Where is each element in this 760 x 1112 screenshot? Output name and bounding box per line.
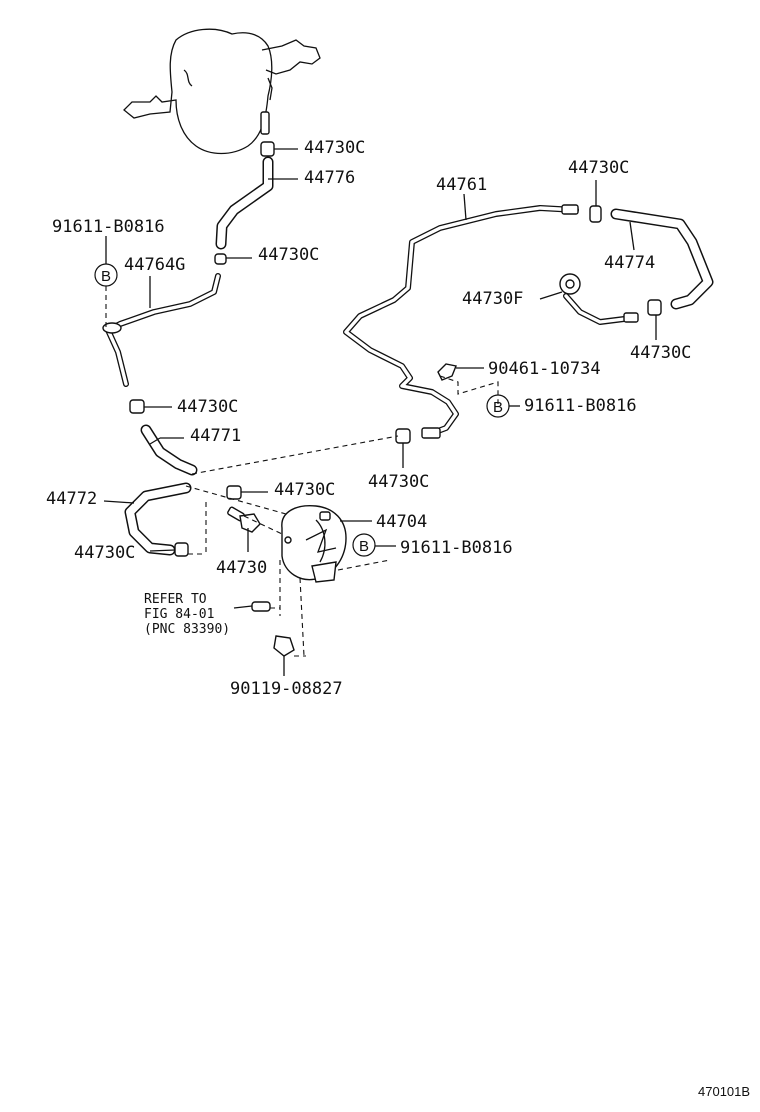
bolt-90119-icon	[273, 635, 295, 657]
clamp-icon	[647, 299, 662, 316]
refer-note: REFER TO FIG 84-01 (PNC 83390)	[144, 592, 230, 637]
clamp-icon	[589, 205, 602, 223]
label-44730c: 44730C	[177, 397, 238, 417]
clamp-icon	[226, 485, 242, 500]
hose-44730f-line	[563, 293, 639, 325]
clamp-icon	[174, 542, 189, 557]
label-90119-08827: 90119-08827	[230, 679, 343, 699]
label-44730: 44730	[216, 558, 267, 578]
dashed-assembly-lines	[105, 286, 499, 657]
label-90461-10734: 90461-10734	[488, 359, 601, 379]
clamp-icon	[214, 253, 227, 265]
label-44730c: 44730C	[274, 480, 335, 500]
label-91611-b0816: 91611-B0816	[52, 217, 165, 237]
label-44704: 44704	[376, 512, 427, 532]
label-44730c: 44730C	[568, 158, 629, 178]
part-labels: 44730C 44776 91611-B0816 44730C 44764G 4…	[46, 138, 691, 699]
label-44771: 44771	[190, 426, 241, 446]
brake-booster-outline	[123, 28, 321, 155]
svg-text:B: B	[101, 268, 111, 285]
clip-badge-pump: B	[352, 533, 376, 557]
bolt-90461-icon	[437, 363, 457, 381]
svg-text:B: B	[493, 399, 503, 416]
label-44730c: 44730C	[304, 138, 365, 158]
svg-text:B: B	[359, 538, 369, 555]
hose-44771	[140, 424, 198, 476]
label-44764g: 44764G	[124, 255, 185, 275]
hose-44776	[215, 156, 274, 250]
vacuum-pump-icon	[281, 505, 347, 583]
clamp-icon	[129, 399, 145, 414]
label-44730f: 44730F	[462, 289, 523, 309]
clamp-icon	[260, 141, 275, 157]
label-44730c: 44730C	[630, 343, 691, 363]
label-44730c: 44730C	[258, 245, 319, 265]
clamp-icon	[395, 428, 411, 444]
clip-badge-right: B	[486, 394, 510, 418]
label-44776: 44776	[304, 168, 355, 188]
label-44761: 44761	[436, 175, 487, 195]
label-44730c: 44730C	[74, 543, 135, 563]
svg-text:REFER TO: REFER TO	[144, 592, 207, 607]
diagram-id: 470101B	[698, 1084, 750, 1099]
pipe-44761	[343, 204, 579, 439]
label-44772: 44772	[46, 489, 97, 509]
hose-44764g	[102, 273, 221, 387]
label-44774: 44774	[604, 253, 655, 273]
clip-badge-left: B	[94, 263, 118, 287]
label-91611-b0816: 91611-B0816	[524, 396, 637, 416]
svg-text:FIG 84-01: FIG 84-01	[144, 607, 214, 622]
fitting-44730f-icon	[559, 273, 581, 295]
hose-44774	[610, 208, 714, 310]
hose-44772	[124, 482, 192, 556]
label-44730c: 44730C	[368, 472, 429, 492]
bolt-small-icon	[251, 601, 271, 612]
leader-lines	[103, 148, 657, 676]
svg-text:(PNC 83390): (PNC 83390)	[144, 622, 230, 637]
label-91611-b0816: 91611-B0816	[400, 538, 513, 558]
union-44730-icon	[227, 506, 261, 533]
